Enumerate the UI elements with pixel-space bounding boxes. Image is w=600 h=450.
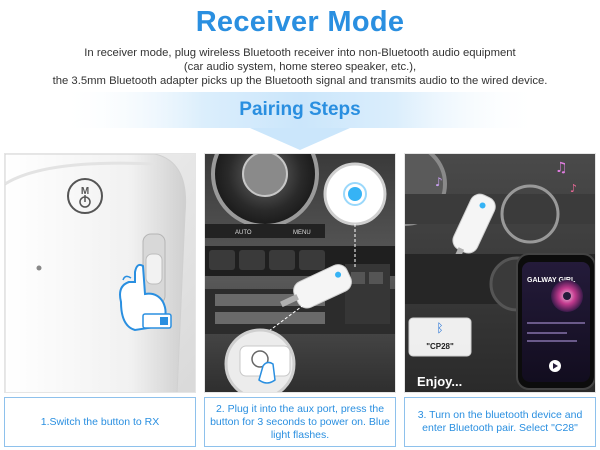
- svg-text:AUTO: AUTO: [235, 230, 252, 236]
- step-1-image: M: [4, 153, 196, 393]
- step-2-image: AUTO MENU: [204, 153, 396, 393]
- step-3-caption: 3. Turn on the bluetooth device and ente…: [404, 397, 596, 447]
- blue-led-light: [348, 187, 362, 201]
- bluetooth-device-card: [408, 317, 472, 357]
- air-vent-right: [500, 184, 560, 244]
- power-button-ring: [67, 178, 103, 214]
- bluetooth-device-name: "CP28": [426, 342, 454, 351]
- music-note-icon-2: ♫: [555, 160, 568, 176]
- intro-line-2: (car audio system, home stereo speaker, …: [183, 61, 417, 73]
- pairing-steps-banner: Pairing Steps: [0, 92, 600, 150]
- hand-press-icon: [258, 361, 276, 384]
- intro-line-3: the 3.5mm Bluetooth adapter picks up the…: [52, 75, 548, 87]
- step-1-caption-text: 1.Switch the button to RX: [40, 415, 160, 428]
- music-note-icon-3: ♪: [570, 182, 577, 195]
- banner-arrow-shape: [60, 92, 540, 150]
- enjoy-label: Enjoy...: [417, 374, 462, 389]
- bluetooth-adapter: [280, 264, 352, 309]
- music-note-icon: ♪: [435, 175, 443, 189]
- step-3-caption-text: 3. Turn on the bluetooth device and ente…: [417, 409, 583, 434]
- bluetooth-icon: ᛒ: [436, 321, 443, 335]
- svg-text:MENU: MENU: [293, 230, 311, 236]
- song-title: GALWAY GIRL: [527, 277, 576, 284]
- m-button-letter: M: [81, 186, 89, 197]
- step-2-caption: 2. Plug it into the aux port, press the …: [204, 397, 396, 447]
- intro-line-1: In receiver mode, plug wireless Bluetoot…: [84, 47, 516, 59]
- intro-text: In receiver mode, plug wireless Bluetoot…: [10, 46, 590, 88]
- banner-label: Pairing Steps: [239, 99, 361, 120]
- indicator-led: [36, 265, 42, 271]
- step-1-caption: 1.Switch the button to RX: [4, 397, 196, 447]
- step-2-caption-text: 2. Plug it into the aux port, press the …: [210, 402, 390, 441]
- step-3-image: ♪ ♫ ♪ GALWAY GIRL ᛒ "CP28" Enjoy...: [404, 153, 596, 393]
- page-title: Receiver Mode: [195, 6, 405, 38]
